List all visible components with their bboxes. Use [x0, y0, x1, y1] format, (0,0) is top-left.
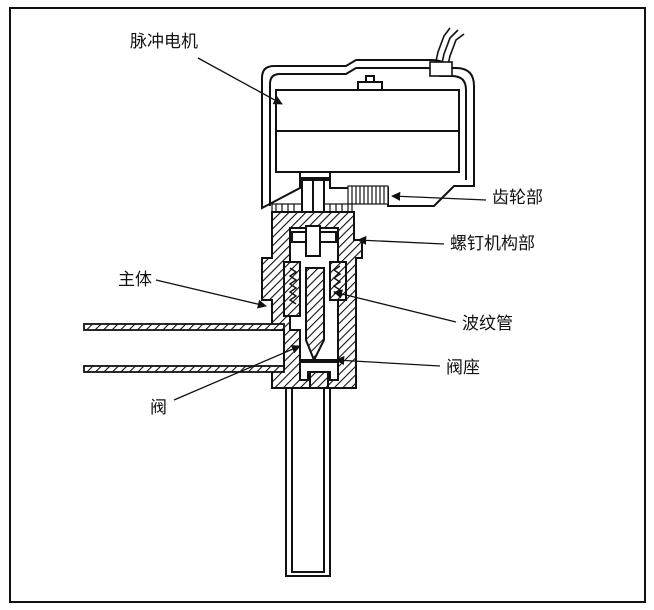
leader-valve-seat: [335, 355, 441, 367]
leader-bellows: [333, 289, 457, 323]
side-pipes: [83, 323, 285, 373]
leader-pulse-motor: [197, 57, 283, 105]
label-pulse-motor: 脉冲电机: [130, 32, 198, 52]
label-gear-section: 齿轮部: [492, 188, 543, 208]
bottom-pipe: [285, 388, 331, 577]
label-main-body: 主体: [118, 270, 152, 290]
leader-valve: [173, 345, 301, 401]
leader-lines: [155, 57, 487, 401]
pulse-motor-body: [275, 75, 460, 181]
label-screw-mechanism: 螺钉机构部: [450, 234, 535, 254]
label-valve-seat: 阀座: [446, 358, 480, 378]
valve-main-body: [261, 211, 363, 389]
lead-wires: [429, 27, 465, 77]
label-bellows: 波纹管: [462, 314, 513, 334]
leader-main-body: [155, 279, 267, 309]
gear-teeth: [271, 185, 389, 215]
label-valve: 阀: [150, 398, 167, 418]
leader-gear-section: [391, 191, 487, 201]
leader-screw-mechanism: [357, 235, 445, 245]
figure-frame: [9, 7, 646, 603]
